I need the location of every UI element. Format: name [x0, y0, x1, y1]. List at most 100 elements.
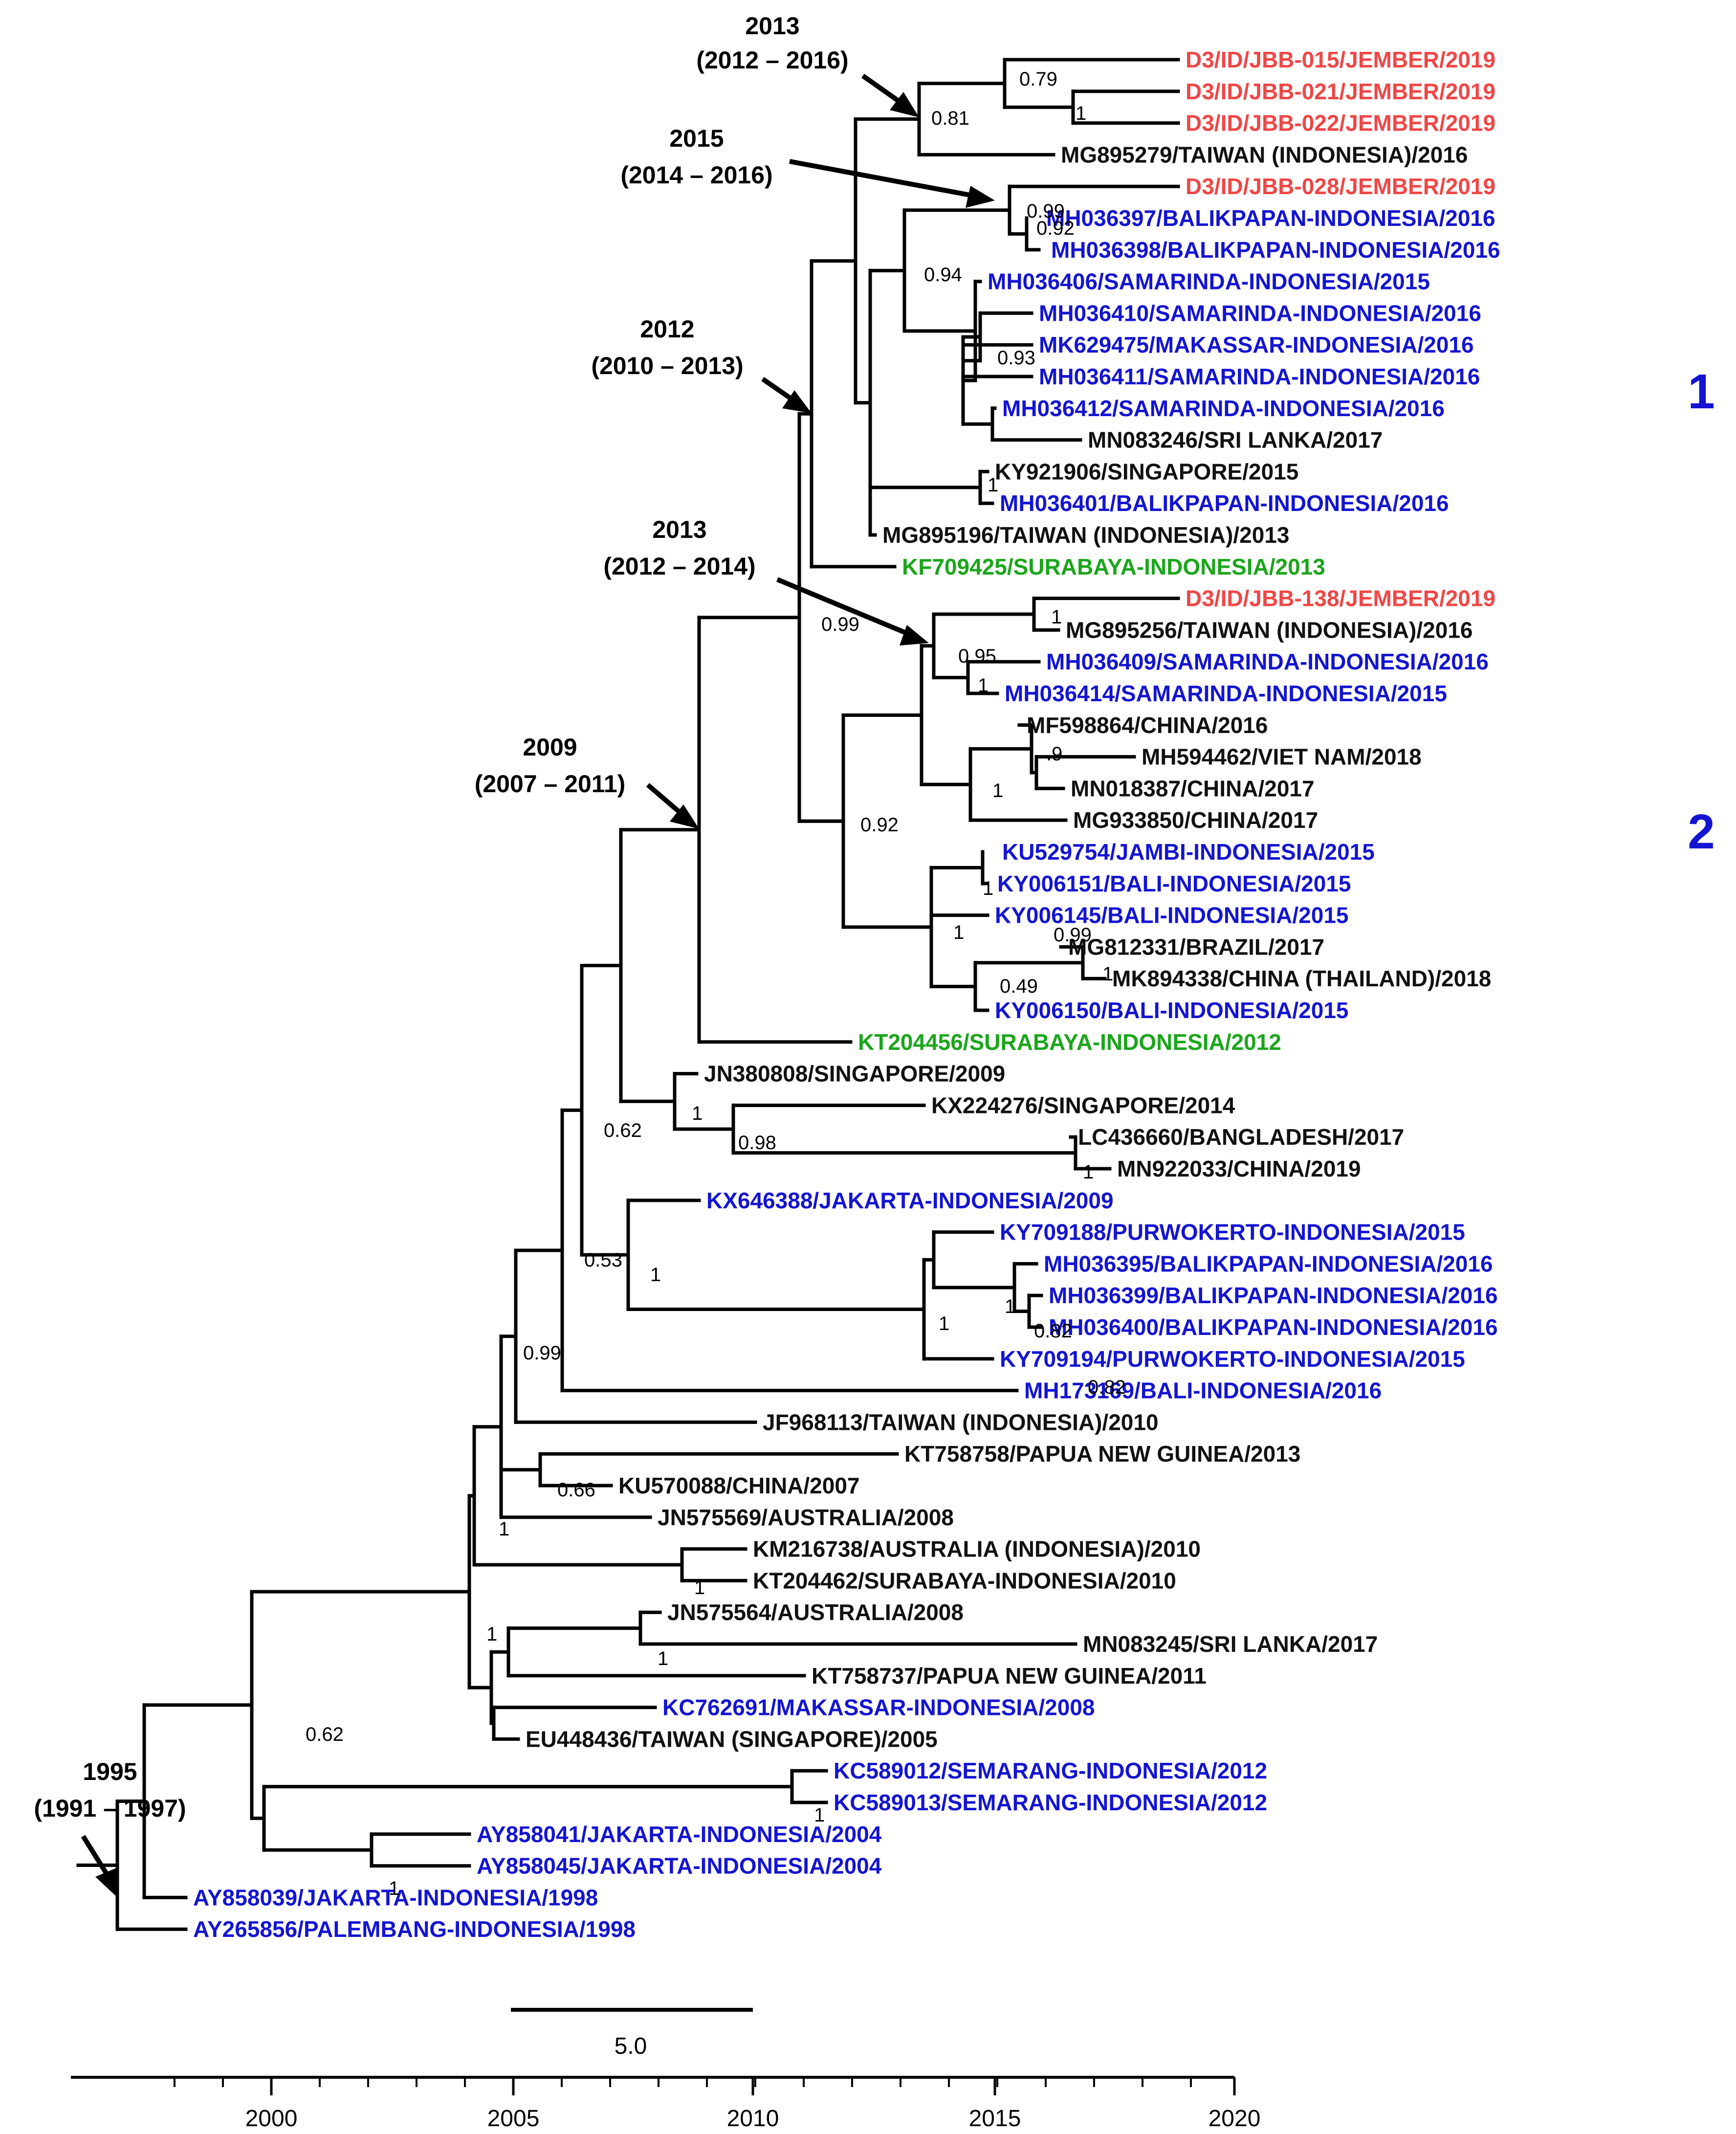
annotation-2013b-line1: 2013	[652, 516, 706, 543]
arrow-head-2015	[966, 186, 995, 208]
taxon-label: MN083245/SRI LANKA/2017	[1083, 1631, 1378, 1657]
taxon-label: EU448436/TAIWAN (SINGAPORE)/2005	[526, 1726, 938, 1752]
support-value: 1	[1051, 606, 1062, 628]
taxon-label: KC589012/SEMARANG-INDONESIA/2012	[834, 1758, 1267, 1783]
taxon-label: KT758758/PAPUA NEW GUINEA/2013	[904, 1441, 1300, 1467]
taxon-label: D3/ID/JBB-021/JEMBER/2019	[1186, 79, 1495, 104]
support-value: 0.95	[958, 645, 996, 667]
taxon-label: KX646388/JAKARTA-INDONESIA/2009	[706, 1188, 1114, 1213]
taxon-label: MH036395/BALIKPAPAN-INDONESIA/2016	[1044, 1251, 1493, 1276]
taxon-label: KC762691/MAKASSAR-INDONESIA/2008	[662, 1695, 1095, 1720]
taxon-label: MH036411/SAMARINDA-INDONESIA/2016	[1039, 364, 1480, 389]
taxon-label: MF598864/CHINA/2016	[1027, 712, 1268, 738]
taxon-label: MH594462/VIET NAM/2018	[1142, 744, 1422, 770]
support-value: 1	[939, 1313, 949, 1334]
annotation-2009-line2: (2007 – 2011)	[475, 770, 626, 798]
taxon-label: KT204456/SURABAYA-INDONESIA/2012	[858, 1029, 1281, 1055]
support-value: 1	[1005, 1296, 1015, 1317]
support-value: 0.66	[557, 1479, 595, 1501]
taxon-label: D3/ID/JBB-022/JEMBER/2019	[1186, 111, 1495, 136]
tree-branches	[76, 58, 1180, 1931]
support-value: 1	[486, 1623, 497, 1645]
annotation-2015-line1: 2015	[669, 125, 724, 152]
support-value: 1	[389, 1878, 399, 1899]
taxon-label: MK894338/CHINA (THAILAND)/2018	[1112, 966, 1491, 991]
scale-bar-label: 5.0	[615, 2033, 647, 2059]
taxon-label: KF709425/SURABAYA-INDONESIA/2013	[902, 554, 1325, 579]
taxon-label: AY858041/JAKARTA-INDONESIA/2004	[477, 1822, 882, 1847]
taxon-label: MK629475/MAKASSAR-INDONESIA/2016	[1039, 332, 1474, 357]
arrow-head-2013b	[900, 625, 929, 645]
annotation-2013-line2: (2012 – 2016)	[696, 46, 848, 74]
taxon-label: MH036406/SAMARINDA-INDONESIA/2015	[988, 269, 1430, 294]
support-value: 1	[978, 675, 989, 696]
taxon-label: MG895256/TAIWAN (INDONESIA)/2016	[1066, 617, 1473, 643]
arrow-2009	[646, 783, 684, 816]
taxon-label: MH036412/SAMARINDA-INDONESIA/2016	[1002, 396, 1445, 421]
taxon-label: KU529754/JAMBI-INDONESIA/2015	[1002, 839, 1375, 865]
taxon-label: MH036400/BALIKPAPAN-INDONESIA/2016	[1049, 1314, 1498, 1340]
taxon-label: MG812331/BRAZIL/2017	[1068, 934, 1324, 959]
arrow-head-2009	[670, 804, 699, 829]
taxon-label: D3/ID/JBB-028/JEMBER/2019	[1186, 174, 1495, 199]
support-value: 0.82	[1088, 1377, 1126, 1398]
annotations: 2013 (2012 – 2016) 2015 (2014 – 2016) 20…	[34, 12, 848, 1822]
taxon-label: KT758737/PAPUA NEW GUINEA/2011	[812, 1663, 1207, 1689]
scale-bar: 5.0	[511, 2008, 753, 2059]
support-value: 0.79	[1019, 68, 1057, 90]
support-value: 0.92	[1036, 218, 1075, 239]
clade-2-label: 2	[1688, 804, 1715, 859]
taxon-label: KU570088/CHINA/2007	[618, 1473, 860, 1498]
taxon-label: MH036414/SAMARINDA-INDONESIA/2015	[1005, 681, 1447, 706]
taxon-label: JN575564/AUSTRALIA/2008	[667, 1600, 964, 1625]
taxon-label: MH173169/BALI-INDONESIA/2016	[1024, 1378, 1382, 1403]
taxon-label: MH036399/BALIKPAPAN-INDONESIA/2016	[1049, 1283, 1498, 1308]
arrow-head-2013	[890, 92, 919, 117]
support-value: 0.62	[306, 1724, 344, 1745]
taxon-label: KY006145/BALI-INDONESIA/2015	[995, 903, 1349, 928]
taxon-label: MG895196/TAIWAN (INDONESIA)/2013	[882, 522, 1290, 548]
support-value: 0.53	[584, 1249, 622, 1271]
taxon-label: AY858045/JAKARTA-INDONESIA/2004	[477, 1853, 882, 1879]
taxon-label: MN922033/CHINA/2019	[1117, 1156, 1361, 1181]
taxon-label: AY265856/PALEMBANG-INDONESIA/1998	[193, 1916, 636, 1942]
support-value: 0.99	[523, 1342, 561, 1364]
support-value: 0.62	[604, 1120, 642, 1141]
taxon-label: KY921906/SINGAPORE/2015	[995, 459, 1298, 484]
taxon-label: JN380808/SINGAPORE/2009	[704, 1061, 1005, 1087]
taxon-label: KM216738/AUSTRALIA (INDONESIA)/2010	[753, 1536, 1201, 1562]
support-value: 0.98	[738, 1132, 776, 1154]
taxon-label: KY709194/PURWOKERTO-INDONESIA/2015	[1000, 1346, 1465, 1372]
time-axis-tick-label: 2020	[1209, 2106, 1261, 2132]
support-value: 1	[814, 1804, 825, 1826]
annotation-2012-line1: 2012	[640, 315, 694, 343]
arrow-head-2012	[782, 390, 812, 413]
taxon-label: KY006150/BALI-INDONESIA/2015	[995, 998, 1349, 1023]
time-axis-tick-label: 2010	[727, 2106, 779, 2132]
taxon-label: MH036410/SAMARINDA-INDONESIA/2016	[1039, 300, 1481, 326]
support-value: 1	[1102, 963, 1113, 985]
taxon-label: KY006151/BALI-INDONESIA/2015	[997, 871, 1351, 896]
taxon-label: KY709188/PURWOKERTO-INDONESIA/2015	[1000, 1220, 1465, 1245]
annotation-2015-line2: (2014 – 2016)	[620, 161, 772, 189]
support-value: 0.93	[997, 347, 1035, 369]
taxon-label: MN083246/SRI LANKA/2017	[1088, 427, 1383, 453]
taxon-label: MH036397/BALIKPAPAN-INDONESIA/2016	[1046, 205, 1495, 231]
arrow-head-1995	[95, 1868, 117, 1897]
support-value: 1	[1083, 1161, 1094, 1183]
taxon-label: D3/ID/JBB-138/JEMBER/2019	[1186, 586, 1495, 611]
taxon-labels: D3/ID/JBB-015/JEMBER/2019D3/ID/JBB-021/J…	[193, 47, 1500, 1942]
support-value: 1	[650, 1264, 661, 1286]
taxon-label: MG933850/CHINA/2017	[1073, 807, 1318, 833]
support-value: 1	[953, 922, 964, 943]
support-value: 1	[992, 780, 1003, 801]
support-value: 1	[983, 878, 993, 899]
support-value: 0.99	[821, 614, 859, 635]
clade-1-label: 1	[1688, 364, 1715, 419]
taxon-label: MH036401/BALIKPAPAN-INDONESIA/2016	[1000, 490, 1449, 516]
support-value: 0.99	[1027, 200, 1065, 222]
annotation-2012-line2: (2010 – 2013)	[591, 352, 743, 379]
support-value: .9	[1046, 743, 1062, 765]
annotation-1995-line1: 1995	[83, 1758, 137, 1785]
time-axis-tick-label: 2005	[487, 2106, 540, 2132]
